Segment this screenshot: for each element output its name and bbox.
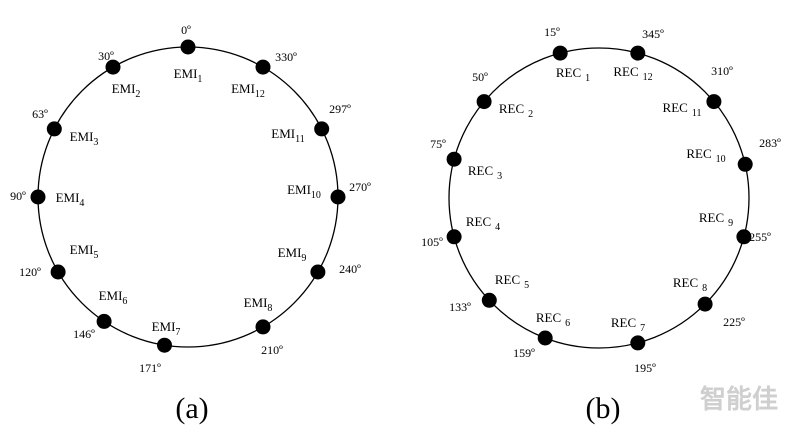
emi-node-angle-5: 120º [19, 265, 41, 279]
emi-node-dot-5 [50, 264, 66, 280]
rec-node-dot-9 [736, 229, 752, 245]
emi-node-angle-9: 240º [339, 262, 361, 276]
rec-node-dot-8 [697, 296, 713, 312]
rec-node-angle-1: 15º [544, 25, 560, 39]
rec-node-dot-2 [476, 94, 492, 110]
emi-node-dot-9 [310, 264, 326, 280]
rec-node-angle-10: 283º [759, 136, 781, 150]
emi-node-label-1: EMI1 [174, 66, 203, 85]
emi-node-angle-6: 146º [73, 327, 95, 341]
emi-node-dot-3 [46, 121, 62, 137]
emi-node-dot-8 [255, 319, 271, 335]
emi-node-label-8: EMI8 [244, 295, 273, 314]
rec-node-angle-2: 50º [472, 70, 488, 84]
emi-node-dot-2 [105, 59, 121, 75]
emi-node-angle-11: 297º [329, 102, 351, 116]
emi-node-angle-2: 30º [98, 49, 114, 63]
emi-node-angle-10: 270º [349, 180, 371, 194]
emi-node-label-2: EMI2 [112, 81, 141, 100]
rec-node-angle-11: 310º [711, 64, 733, 78]
rec-node-dot-5 [481, 292, 497, 308]
rec-node-angle-4: 105º [421, 235, 443, 249]
emi-node-angle-12: 330º [275, 50, 297, 64]
emi-node-dot-6 [96, 313, 112, 329]
rec-node-angle-7: 195º [634, 361, 656, 375]
caption-b: (b) [586, 392, 621, 425]
rec-node-dot-1 [552, 45, 568, 61]
emi-node-dot-11 [314, 121, 330, 137]
rec-node-angle-12: 345º [642, 27, 664, 41]
emi-node-label-10: EMI10 [287, 182, 321, 201]
emi-node-dot-12 [255, 59, 271, 75]
emi-node-angle-4: 90º [10, 189, 26, 203]
rec-node-dot-6 [537, 330, 553, 346]
watermark: 智能佳 [700, 384, 778, 415]
emi-node-label-4: EMI4 [56, 190, 85, 209]
rec-node-angle-5: 133º [449, 300, 471, 314]
rec-node-dot-12 [630, 45, 646, 61]
emi-node-label-7: EMI7 [152, 319, 181, 338]
emi-node-label-9: EMI9 [278, 245, 307, 264]
emi-node-label-11: EMI11 [271, 126, 304, 145]
receiver-ring [448, 47, 750, 349]
emi-node-dot-7 [157, 337, 172, 353]
emi-node-label-12: EMI12 [231, 81, 265, 100]
emi-node-angle-1: 0º [181, 23, 191, 37]
emi-node-angle-8: 210º [261, 343, 283, 357]
rec-node-angle-8: 225º [723, 315, 745, 329]
caption-a: (a) [175, 392, 208, 425]
emi-node-label-3: EMI3 [70, 129, 99, 148]
emi-node-dot-4 [30, 189, 46, 205]
emi-node-angle-7: 171º [139, 361, 161, 375]
rec-node-dot-7 [630, 335, 646, 351]
rec-node-dot-4 [446, 229, 462, 245]
rec-node-angle-6: 159º [513, 346, 535, 360]
rec-node-dot-3 [446, 151, 462, 167]
emitter-ring [37, 46, 339, 348]
emi-node-label-6: EMI6 [99, 288, 128, 307]
emi-node-angle-3: 63º [32, 107, 48, 121]
emi-node-dot-1 [180, 39, 196, 55]
rec-node-angle-9: 255º [749, 230, 771, 244]
rec-node-dot-10 [737, 156, 753, 172]
emi-node-dot-10 [330, 189, 346, 205]
rec-node-angle-3: 75º [430, 137, 446, 151]
rec-node-dot-11 [706, 94, 722, 110]
emi-node-label-5: EMI5 [70, 242, 99, 261]
